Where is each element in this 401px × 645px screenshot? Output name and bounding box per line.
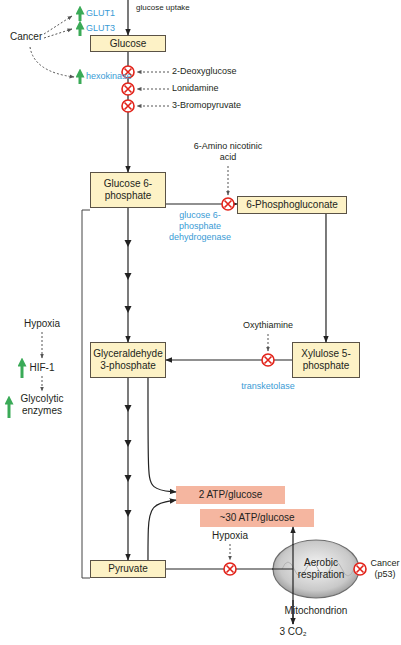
pathway-arrow [166,568,273,569]
arrow-head [125,510,132,517]
node-label: Glyceraldehyde 3-phosphate [91,348,165,372]
annotation-label: GLUT3 [86,23,115,34]
annotation-label: glucose uptake [136,3,190,13]
uptake-arrow [127,0,128,35]
pathway-arrow [325,214,326,342]
branch-line [272,544,293,624]
metabolite-box: Glucose [90,35,166,52]
annotation-label: Oxythiamine [234,320,302,331]
inhibitor-mark [262,354,274,366]
node-heading: Mitochondrion [272,605,360,617]
annotation-label: GLUT1 [86,8,115,19]
arrow-head [125,440,132,447]
node-label: Aerobic respiration [291,557,351,581]
dashed-arrow [137,106,169,107]
dashed-arrow [228,166,229,195]
node-label: 2 ATP/glucose [199,489,263,501]
pathway-arrow [148,378,176,492]
pathway-arrow [166,203,237,204]
dashed-arrow [137,89,169,90]
green-up-arrows [9,10,80,418]
co2-arrow [292,600,293,624]
arrow-head [125,475,132,482]
metabolite-box: Glyceraldehyde 3-phosphate [90,342,166,378]
inhibitor-mark [122,83,134,95]
dashed-arrows [30,16,268,560]
annotation-label: HIF-1 [18,362,66,374]
increase-arrow [79,73,82,84]
annotation-label: transketolase [230,381,306,392]
node-label: Glucose [110,38,147,50]
node-label: Glucose 6-phosphate [91,178,165,202]
dashed-arrow [44,16,72,34]
node-label: Pyruvate [108,563,147,575]
annotation-label: Cancer [10,31,42,43]
arrow-head [125,306,132,313]
pathway-arrow [127,208,128,342]
inhibitor-mark [122,66,134,78]
pathway-arrow [127,52,128,172]
dashed-arrow [230,544,231,560]
inhibitor-mark [224,563,236,575]
annotation-label: Glycolytic enzymes [12,393,72,417]
dashed-arrow [44,29,72,38]
chain-arrowheads [125,240,132,517]
metabolite-box: 6-Phosphogluconate [237,196,347,214]
mitochondrion-shape: Aerobic respirationMitochondrion [272,539,360,599]
metabolite-box: Pyruvate [90,560,166,578]
atp-yield-box: ~30 ATP/glucose [200,509,314,527]
increase-arrow [79,25,82,36]
arrow-head [125,405,132,412]
annotation-label: 2-Deoxyglucose [172,66,237,77]
increase-arrow [21,362,24,378]
atp-yield-box: 2 ATP/glucose [176,486,285,504]
node-label: 6-Phosphogluconate [246,199,338,211]
annotation-label: 6-Amino nicotinic acid [192,141,264,163]
pathway-arrow [127,378,128,560]
dashed-arrow [42,332,43,358]
inhibitor-mark [222,198,234,210]
metabolite-box: Glucose 6-phosphate [90,172,166,208]
arrow-head [125,240,132,247]
annotation-label: Cancer (p53) [369,558,401,580]
increase-arrow [8,400,11,418]
annotation-label: 3 CO₂ [275,626,311,638]
annotation-label: Lonidamine [172,83,219,94]
annotation-label: Hypoxia [206,530,254,542]
dashed-arrow [137,72,169,73]
pathway-arrow [148,500,176,560]
dashed-arrow [268,334,269,351]
node-label: ~30 ATP/glucose [219,512,294,524]
annotation-label: 3-Bromopyruvate [172,100,241,111]
pathway-arrow [166,359,292,360]
annotation-label: glucose 6-phosphate dehydrogenase [168,210,232,242]
inhibitor-mark [354,563,366,575]
annotation-label: Hypoxia [18,318,66,330]
pathway-arrow [292,527,293,544]
arrow-head [125,273,132,280]
inhibitor-mark [122,100,134,112]
increase-arrow [79,10,82,21]
dashed-arrow [30,47,74,77]
mitochondrion-membrane [273,540,359,598]
node-label: Xylulose 5-phosphate [293,348,359,372]
bracket [82,210,90,578]
annotation-label: hexokinase [86,71,132,82]
dashed-arrow [42,376,43,391]
metabolite-box: Xylulose 5-phosphate [292,342,360,378]
